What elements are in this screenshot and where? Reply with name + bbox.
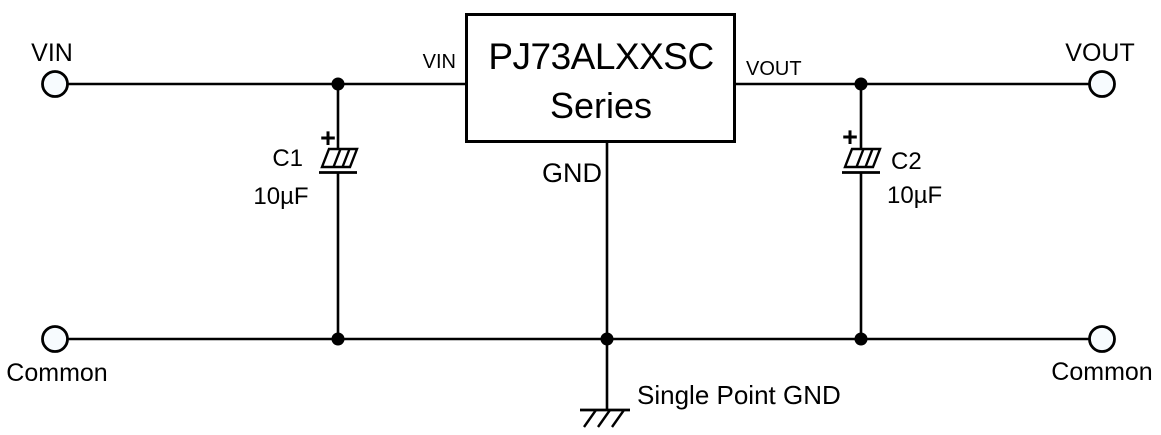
wires <box>68 82 1090 409</box>
c1-reference: C1 <box>272 145 303 172</box>
c1-polarity-plus: + <box>320 123 336 153</box>
junction-dot <box>331 332 345 346</box>
c2-plate-hatch <box>864 148 874 168</box>
c2-value: 10µF <box>887 182 942 209</box>
capacitor-c1: + C1 10µF <box>253 123 359 210</box>
c1-value: 10µF <box>253 183 308 210</box>
polarized-capacitor-icon <box>842 147 882 174</box>
input-terminal: VIN <box>31 39 73 98</box>
junction-dots <box>331 77 868 346</box>
c1-plate-hatch <box>341 148 351 168</box>
junction-dot <box>854 332 868 346</box>
terminals: VIN VOUT Common Common <box>6 39 1152 387</box>
pin-label-vout: VOUT <box>746 58 802 80</box>
junction-dot <box>600 332 614 346</box>
capacitor-c2: + C2 10µF <box>842 122 942 209</box>
junction-dot <box>331 77 345 91</box>
ground-hatch <box>583 409 597 428</box>
vout-terminal-label: VOUT <box>1065 39 1134 67</box>
terminal-circle-vin <box>41 70 69 98</box>
ground-hatch <box>611 409 625 428</box>
single-point-gnd-label: Single Point GND <box>637 380 841 410</box>
terminal-circle-common-right <box>1088 325 1116 353</box>
common-left-label: Common <box>6 359 107 387</box>
c2-plate-hatch <box>855 148 865 168</box>
single-point-ground: Single Point GND <box>580 380 841 428</box>
regulator-series-label: Series <box>550 85 652 126</box>
c2-polarity-plus: + <box>842 122 858 152</box>
c2-reference: C2 <box>891 148 922 175</box>
junction-dot <box>854 77 868 91</box>
common-right-label: Common <box>1051 358 1152 386</box>
vin-terminal-label: VIN <box>31 39 73 67</box>
terminal-circle-common-left <box>41 325 69 353</box>
c1-plate-hatch <box>332 148 342 168</box>
c2-anode-plate <box>843 147 882 169</box>
terminal-circle-vout <box>1088 70 1116 98</box>
polarized-capacitor-icon <box>319 147 359 174</box>
output-terminal: VOUT <box>1065 39 1135 98</box>
pin-label-gnd: GND <box>542 158 602 188</box>
c1-anode-plate <box>320 147 359 169</box>
ground-icon <box>580 408 630 428</box>
regulator-ic: PJ73ALXXSC Series VIN VOUT GND <box>423 13 802 188</box>
ground-hatch <box>597 409 611 428</box>
common-terminal-right: Common <box>1051 325 1153 386</box>
pin-label-vin: VIN <box>423 51 456 73</box>
regulator-name: PJ73ALXXSC <box>488 36 713 77</box>
regulator-ic-body <box>465 13 736 143</box>
common-terminal-left: Common <box>6 325 108 387</box>
